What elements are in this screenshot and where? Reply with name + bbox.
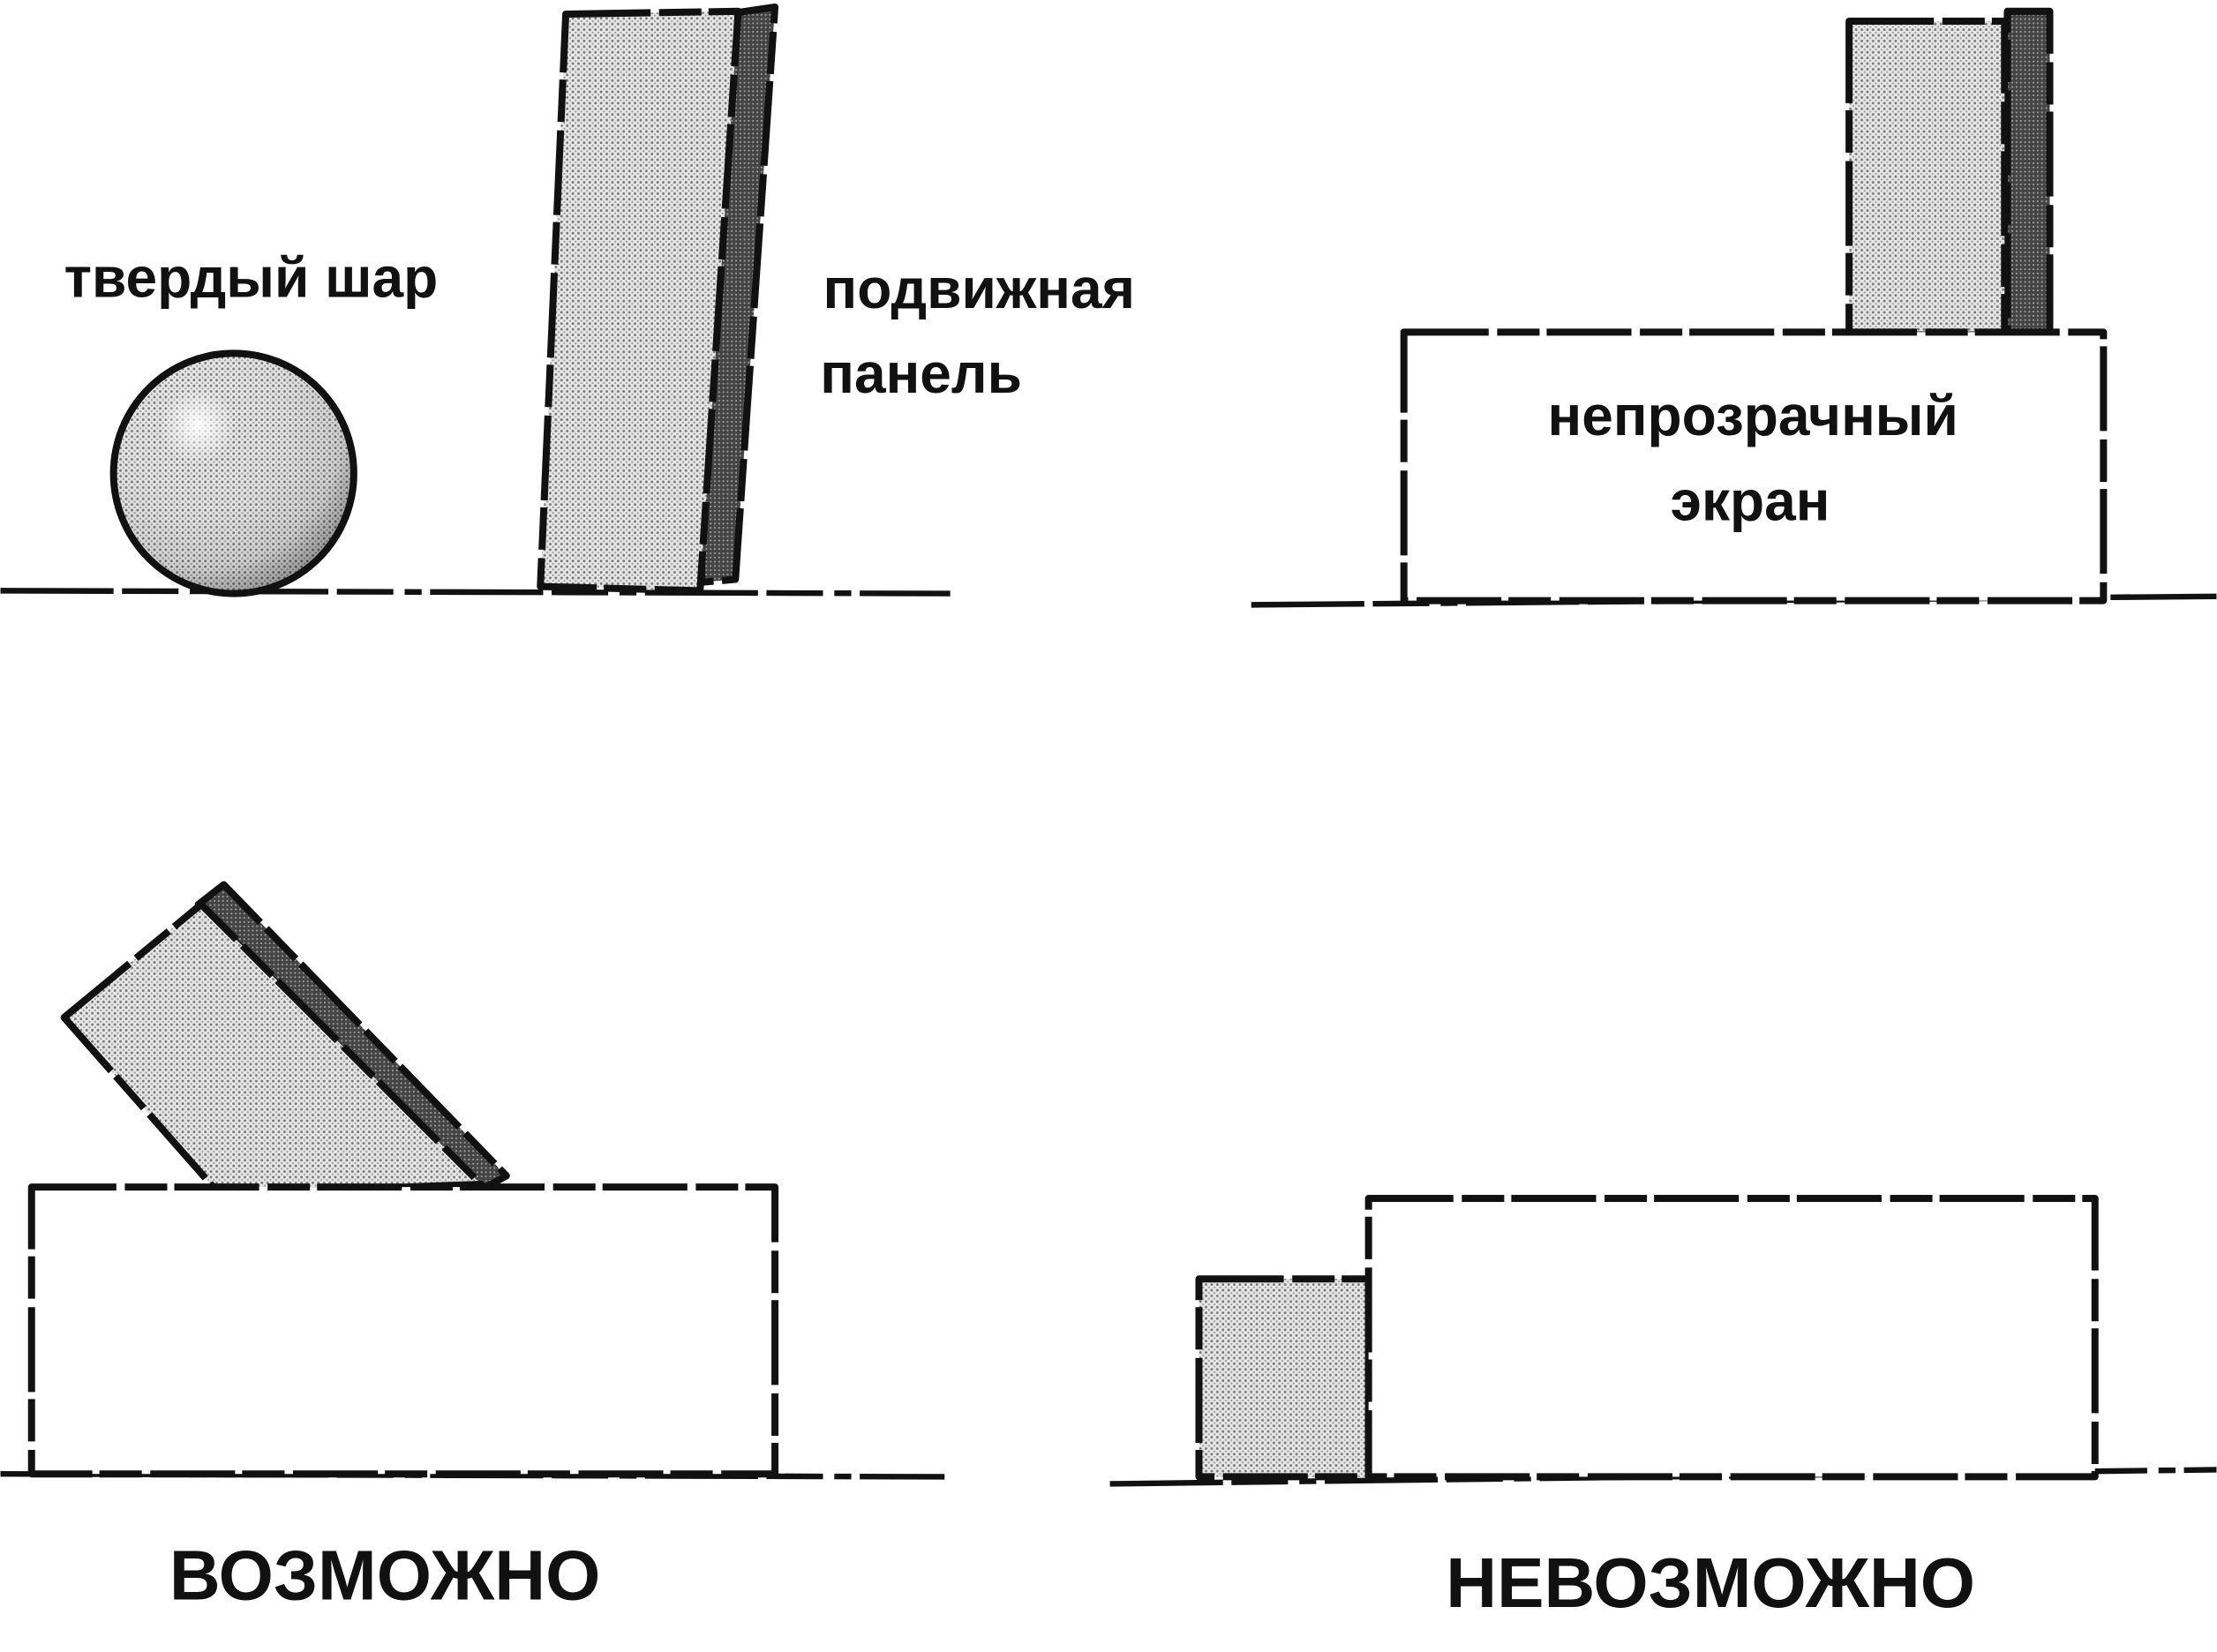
tilted-panel: [60, 881, 510, 1198]
opaque-screen: [1403, 332, 2104, 601]
scene-ball-and-panel: твердый шар подвижная панель: [0, 4, 1135, 597]
scene-impossible: НЕВОЗМОЖНО: [1109, 1194, 2217, 1622]
label-panel-2: панель: [820, 342, 1022, 405]
label-possible: ВОЗМОЖНО: [169, 1536, 601, 1615]
scene-possible: ВОЗМОЖНО: [0, 881, 945, 1615]
movable-panel: [1849, 21, 2005, 335]
label-panel-1: подвижная: [823, 257, 1135, 320]
scene-panel-behind-screen: непрозрачный экран: [1251, 7, 2217, 608]
panel-edge: [2007, 11, 2050, 337]
opaque-screen: [1368, 1198, 2095, 1477]
ground-line: [0, 588, 951, 597]
movable-panel: [537, 4, 779, 595]
label-ball: твердый шар: [64, 245, 439, 309]
solid-ball: [109, 349, 357, 597]
label-impossible: НЕВОЗМОЖНО: [1446, 1543, 1975, 1622]
movable-panel: [1199, 1279, 1369, 1477]
label-screen-1: непрозрачный: [1548, 384, 1958, 447]
label-screen-2: экран: [1671, 469, 1830, 532]
opaque-screen: [31, 1187, 776, 1475]
